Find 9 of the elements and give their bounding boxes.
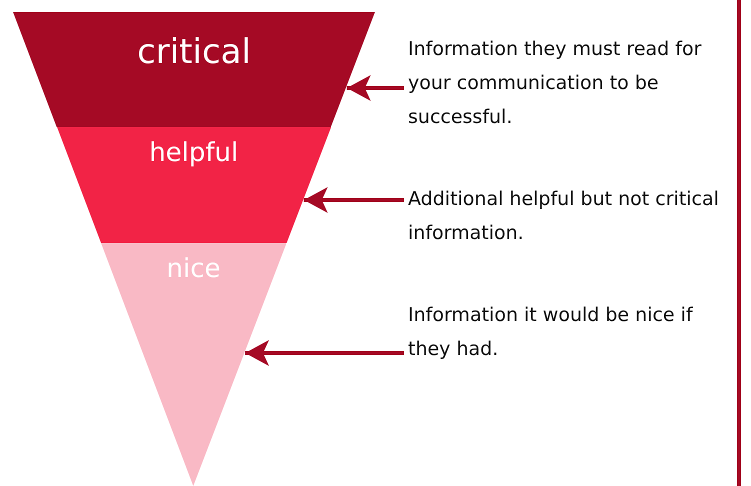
description-text: Additional helpful but not critical information.	[408, 188, 719, 244]
arrow	[346, 75, 404, 101]
arrow	[304, 187, 404, 213]
level-label: nice	[166, 253, 222, 286]
arrow	[245, 340, 404, 366]
level-label: critical	[136, 31, 252, 74]
level-label: helpful	[148, 137, 240, 170]
description-text: Information they must read for your communication to be successful.	[408, 38, 702, 128]
description-text: Information it would be nice if they had.	[408, 304, 693, 360]
